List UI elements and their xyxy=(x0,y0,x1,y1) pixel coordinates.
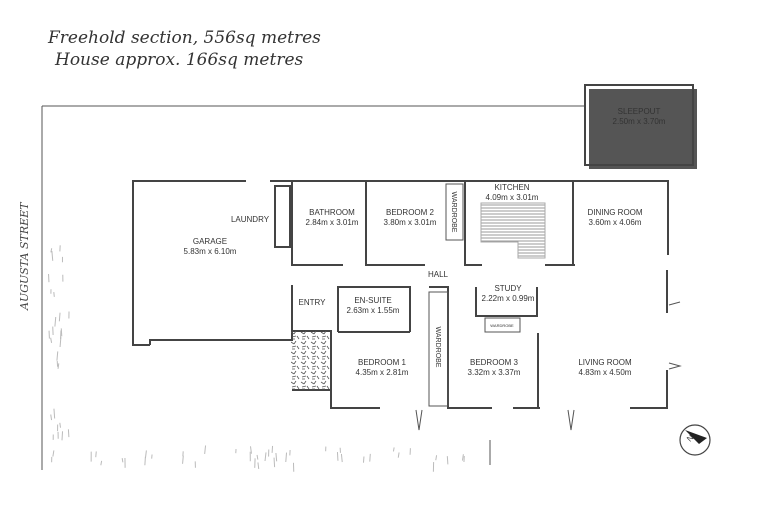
vegetation-mark xyxy=(264,452,267,462)
wardrobe-label: WARDROBE xyxy=(450,192,457,233)
kitchen-label: KITCHEN xyxy=(494,183,529,192)
vegetation-mark xyxy=(59,337,62,348)
vegetation-mark xyxy=(58,312,61,322)
house-area-text: House approx. 166sq metres xyxy=(55,50,304,70)
vegetation-mark xyxy=(273,457,276,468)
north-compass-icon: N xyxy=(679,424,711,456)
vegetation-mark xyxy=(204,445,207,454)
ensuite-size: 2.63m x 1.55m xyxy=(347,306,400,315)
vegetation-mark xyxy=(53,408,56,419)
wardrobe-bedroom2 xyxy=(445,183,464,241)
dining-label: DINING ROOM xyxy=(587,208,642,217)
vegetation-mark xyxy=(54,316,57,327)
sleepout-label: SLEEPOUT xyxy=(618,107,661,116)
wardrobe-label: WARDROBE xyxy=(490,323,514,328)
vegetation-mark xyxy=(144,450,147,459)
sleepout xyxy=(584,84,694,166)
study-size: 2.22m x 0.99m xyxy=(482,294,535,303)
section-boundary xyxy=(41,105,585,470)
vegetation-mark xyxy=(50,248,53,253)
vegetation-mark xyxy=(256,454,259,460)
vegetation-mark xyxy=(257,462,260,469)
vegetation-mark xyxy=(95,451,97,458)
laundry-bench xyxy=(274,185,291,248)
dining-size: 3.60m x 4.06m xyxy=(589,218,642,227)
vegetation-mark xyxy=(61,431,64,441)
vegetation-mark xyxy=(285,452,288,463)
vegetation-mark xyxy=(50,414,53,421)
study-label: STUDY xyxy=(494,284,522,293)
vegetation-mark xyxy=(340,453,343,463)
garage-label: GARAGE xyxy=(193,237,227,246)
vegetation-mark xyxy=(182,455,184,464)
vegetation-mark xyxy=(369,453,371,462)
wardrobe-label: WARDROBE xyxy=(434,327,441,368)
wardrobe-study xyxy=(484,317,521,333)
bedroom1-size: 4.35m x 2.81m xyxy=(356,368,409,377)
vegetation-mark xyxy=(121,458,124,463)
bathroom-label: BATHROOM xyxy=(309,208,355,217)
hall-label: HALL xyxy=(428,270,449,279)
vegetation-mark xyxy=(446,456,449,465)
vegetation-mark xyxy=(275,452,278,462)
bedroom3-size: 3.32m x 3.37m xyxy=(468,368,521,377)
bedroom2-label: BEDROOM 2 xyxy=(386,208,435,217)
vegetation-mark xyxy=(392,447,395,452)
vegetation-mark xyxy=(60,328,63,337)
entry-paving xyxy=(291,331,331,390)
vegetation-mark xyxy=(59,422,61,428)
vegetation-mark xyxy=(144,456,146,466)
vegetation-marks xyxy=(48,245,465,472)
sleepout-size: 2.50m x 3.70m xyxy=(613,117,666,126)
vegetation-mark xyxy=(336,452,339,461)
wardrobe-hall xyxy=(428,291,449,407)
garage-size: 5.83m x 6.10m xyxy=(184,247,237,256)
bedroom3-label: BEDROOM 3 xyxy=(470,358,519,367)
section-area-text: Freehold section, 556sq metres xyxy=(48,28,321,48)
street-label: AUGUSTA STREET xyxy=(18,201,31,311)
vegetation-mark xyxy=(52,450,55,457)
vegetation-mark xyxy=(51,250,54,261)
living-size: 4.83m x 4.50m xyxy=(579,368,632,377)
vegetation-mark xyxy=(57,363,60,369)
bathroom-size: 2.84m x 3.01m xyxy=(306,218,359,227)
bedroom1-label: BEDROOM 1 xyxy=(358,358,407,367)
vegetation-mark xyxy=(50,337,53,343)
vegetation-mark xyxy=(100,460,103,466)
vegetation-mark xyxy=(56,351,59,361)
vegetation-mark xyxy=(397,452,400,458)
vegetation-mark xyxy=(435,455,438,461)
kitchen-size: 4.09m x 3.01m xyxy=(486,193,539,202)
living-label: LIVING ROOM xyxy=(578,358,632,367)
sleepout-shadow xyxy=(589,89,697,169)
vegetation-mark xyxy=(250,446,252,454)
entry-label: ENTRY xyxy=(299,298,327,307)
vegetation-mark xyxy=(461,454,464,461)
staircase xyxy=(480,202,546,259)
bedroom2-size: 3.80m x 3.01m xyxy=(384,218,437,227)
laundry-label: LAUNDRY xyxy=(231,215,270,224)
ensuite-label: EN-SUITE xyxy=(354,296,391,305)
svg-text:N: N xyxy=(685,433,696,444)
